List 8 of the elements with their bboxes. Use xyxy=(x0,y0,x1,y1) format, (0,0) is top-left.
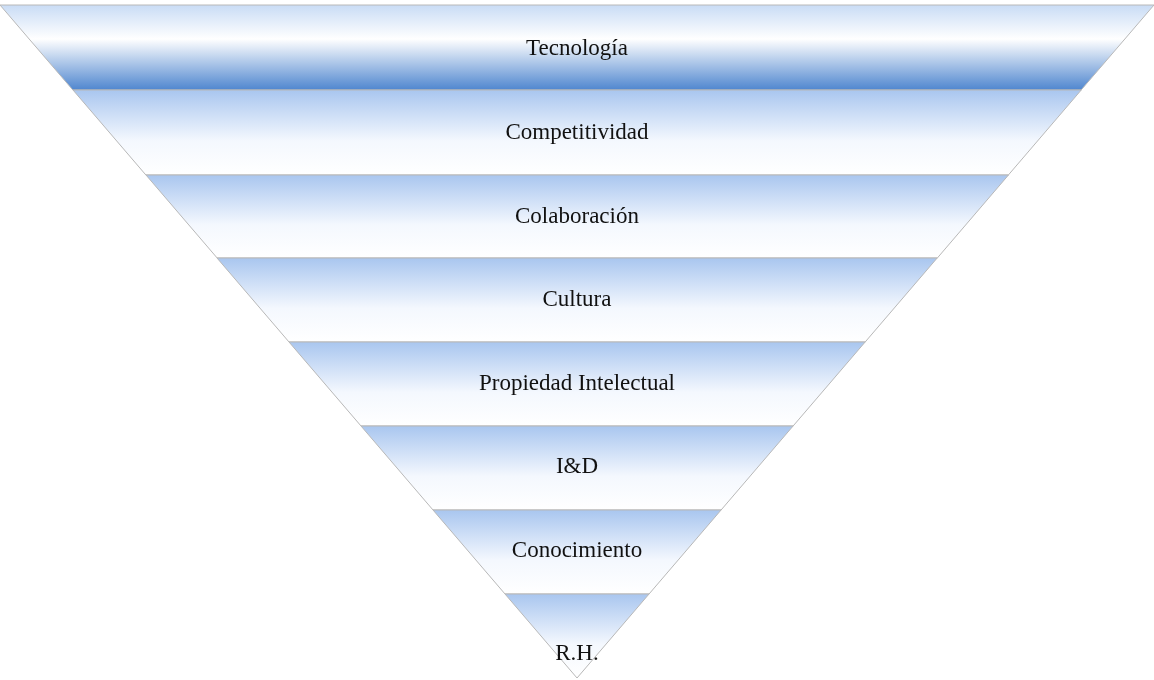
tier-label: Propiedad Intelectual xyxy=(478,370,675,396)
tier-label: Colaboración xyxy=(515,203,639,229)
tier-label: Conocimiento xyxy=(511,537,643,563)
tier-label: I&D xyxy=(555,453,599,479)
tier-label: Competitividad xyxy=(505,119,649,145)
tier-label: Cultura xyxy=(542,286,612,312)
tier-label: R.H. xyxy=(555,640,599,666)
tier-label: Tecnología xyxy=(526,35,628,61)
